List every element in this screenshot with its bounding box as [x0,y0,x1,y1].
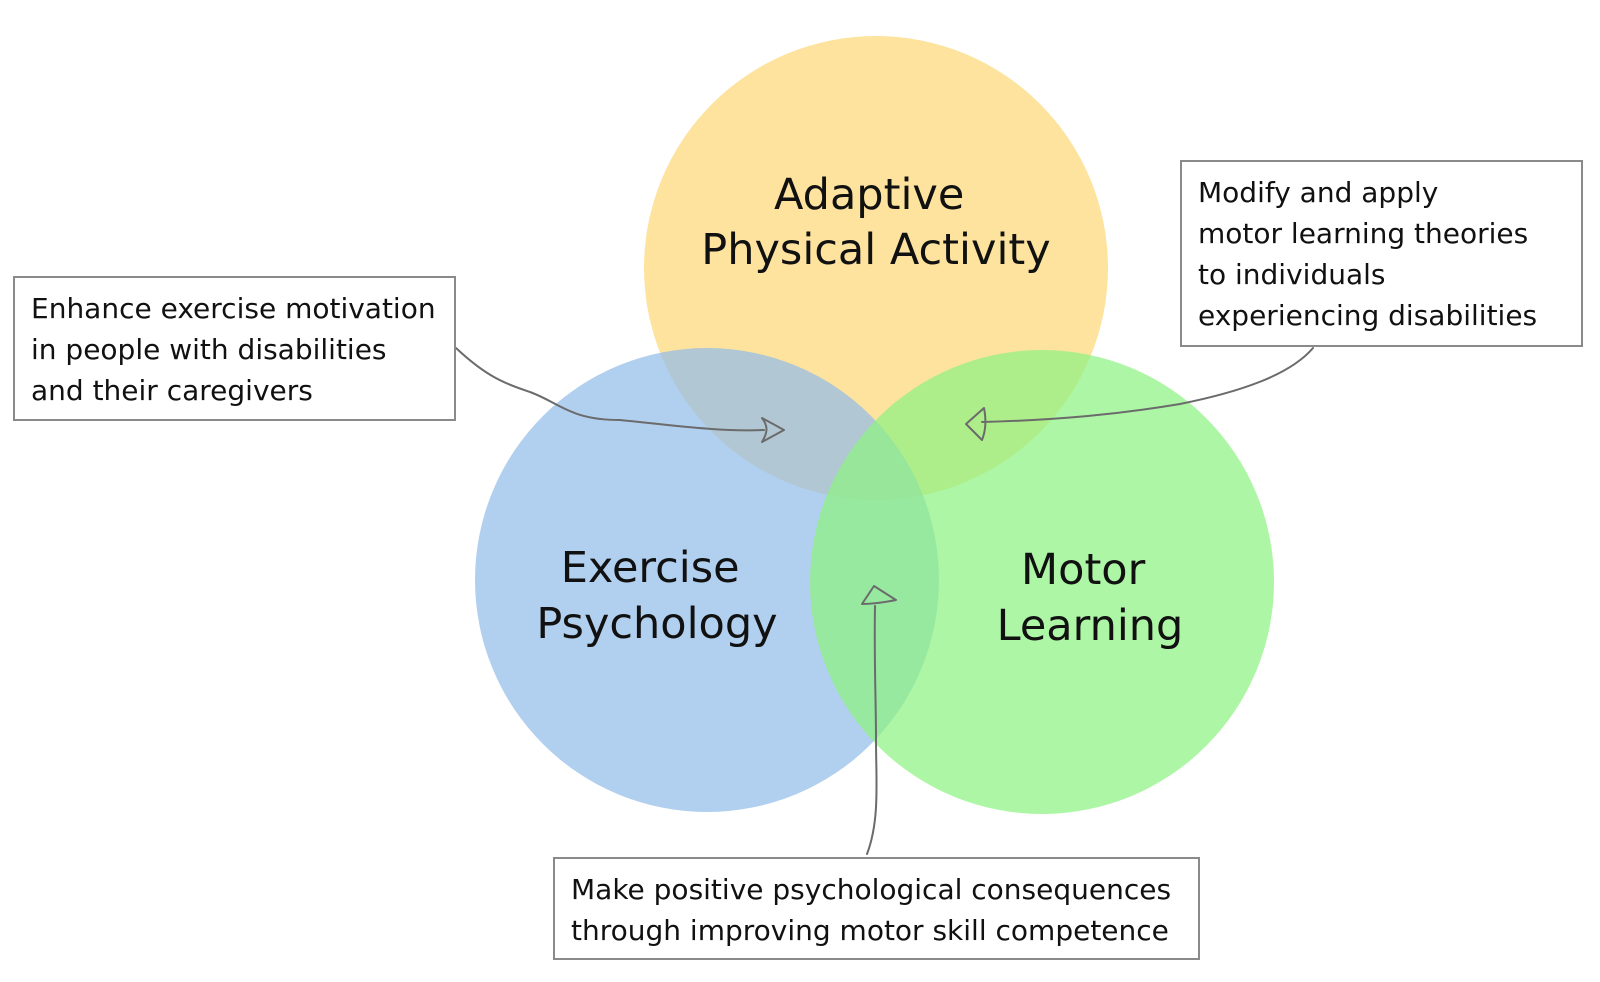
arrow-left-connector [455,347,785,443]
arrow-right-connector [965,347,1314,441]
callout-right-line-1: Modify and apply [1198,176,1439,209]
motor-learning-circle [810,350,1274,814]
exercise-psychology-circle [475,348,939,812]
motor-learning-label: Motor Learning [997,545,1184,651]
callout-left-line-1: Enhance exercise motivation [31,292,436,325]
callout-right-line-4: experiencing disabilities [1198,299,1538,332]
callout-right-line-2: motor learning theories [1198,217,1529,250]
exercise-psychology-label: Exercise Psychology [536,543,777,649]
arrow-bottom-connector [861,585,897,855]
callout-left-line-2: in people with disabilities [31,333,387,366]
callout-motor-learning-theories: Modify and apply motor learning theories… [1180,160,1583,347]
callout-bottom-line-2: through improving motor skill competence [571,914,1169,947]
callout-psychological-consequences: Make positive psychological consequences… [553,857,1200,960]
adaptive-physical-activity-label: Adaptive Physical Activity [701,170,1050,275]
callout-exercise-motivation: Enhance exercise motivation in people wi… [13,276,456,421]
callout-bottom-line-1: Make positive psychological consequences [571,873,1172,906]
callout-right-line-3: to individuals [1198,258,1386,291]
callout-left-line-3: and their caregivers [31,374,313,407]
